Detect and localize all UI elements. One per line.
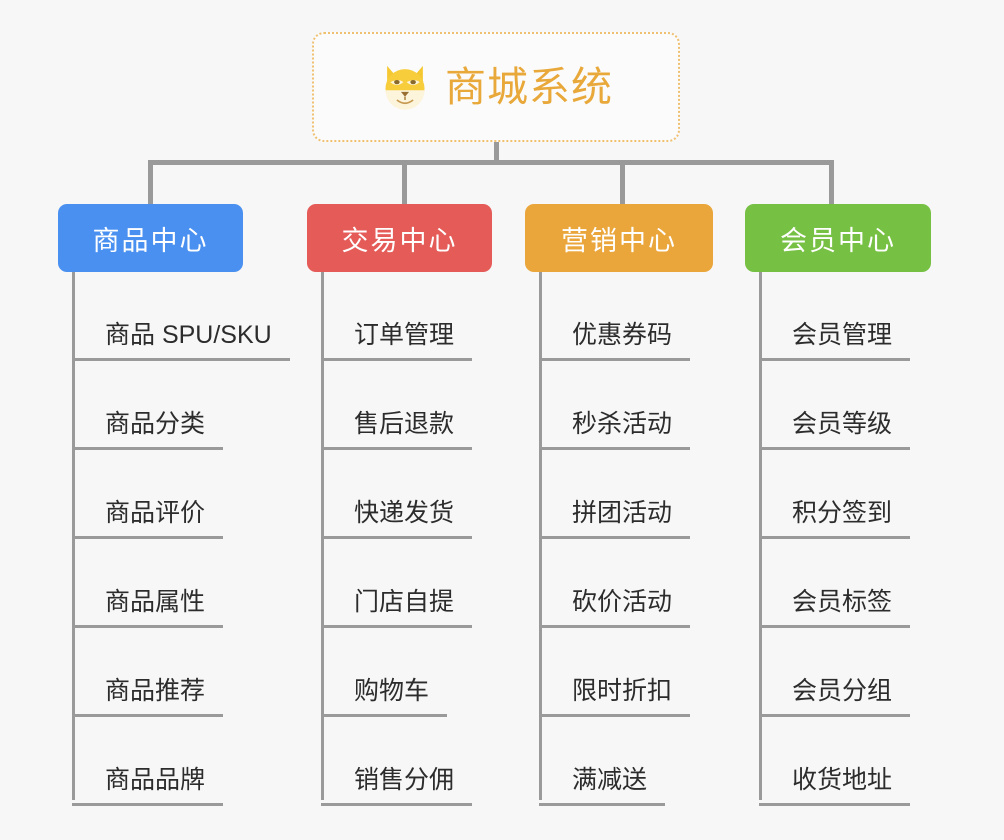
branch-spine-4 bbox=[759, 272, 762, 800]
leaf-label: 订单管理 bbox=[321, 321, 473, 361]
shiba-dog-face-icon bbox=[385, 65, 425, 110]
branch-spine-2 bbox=[321, 272, 324, 800]
leaf-list-4: 会员管理 会员等级 积分签到 会员标签 会员分组 收货地址 bbox=[759, 272, 911, 806]
list-item[interactable]: 优惠券码 bbox=[539, 272, 691, 361]
branch-header-label-4: 会员中心 bbox=[780, 225, 896, 256]
leaf-list-1: 商品 SPU/SKU 商品分类 商品评价 商品属性 商品推荐 商品品牌 bbox=[72, 272, 290, 806]
leaf-label: 门店自提 bbox=[321, 588, 473, 628]
list-item[interactable]: 商品 SPU/SKU bbox=[72, 272, 290, 361]
branch-spine-3 bbox=[539, 272, 542, 800]
branch-trade-center: 交易中心 订单管理 售后退款 快递发货 门店自提 购物车 销售分佣 bbox=[307, 204, 492, 806]
leaf-label: 商品评价 bbox=[72, 499, 224, 539]
leaf-label: 会员等级 bbox=[759, 410, 911, 450]
leaf-label: 快递发货 bbox=[321, 499, 473, 539]
branch-header-label-2: 交易中心 bbox=[341, 225, 458, 256]
list-item[interactable]: 会员标签 bbox=[759, 539, 911, 628]
root-title: 商城系统 bbox=[445, 63, 613, 110]
list-item[interactable]: 限时折扣 bbox=[539, 628, 691, 717]
list-item[interactable]: 积分签到 bbox=[759, 450, 911, 539]
leaf-list-3: 优惠券码 秒杀活动 拼团活动 砍价活动 限时折扣 满减送 bbox=[539, 272, 691, 806]
list-item[interactable]: 满减送 bbox=[539, 717, 690, 806]
leaf-label: 商品属性 bbox=[72, 588, 224, 628]
list-item[interactable]: 会员分组 bbox=[759, 628, 911, 717]
list-item[interactable]: 砍价活动 bbox=[539, 539, 691, 628]
leaf-label: 满减送 bbox=[539, 766, 666, 806]
leaf-label: 收货地址 bbox=[759, 766, 911, 806]
list-item[interactable]: 售后退款 bbox=[321, 361, 473, 450]
leaf-label: 拼团活动 bbox=[539, 499, 691, 539]
branch-header-2[interactable]: 交易中心 bbox=[307, 204, 492, 272]
leaf-label: 商品推荐 bbox=[72, 677, 224, 717]
list-item[interactable]: 门店自提 bbox=[321, 539, 473, 628]
list-item[interactable]: 商品评价 bbox=[72, 450, 290, 539]
list-item[interactable]: 会员等级 bbox=[759, 361, 911, 450]
leaf-list-2: 订单管理 售后退款 快递发货 门店自提 购物车 销售分佣 bbox=[321, 272, 473, 806]
branch-marketing-center: 营销中心 优惠券码 秒杀活动 拼团活动 砍价活动 限时折扣 满减送 bbox=[525, 204, 713, 806]
branch-header-3[interactable]: 营销中心 bbox=[525, 204, 713, 272]
connector-drop-2 bbox=[402, 162, 407, 204]
leaf-label: 会员标签 bbox=[759, 588, 911, 628]
branch-header-1[interactable]: 商品中心 bbox=[58, 204, 243, 272]
connector-drop-4 bbox=[829, 162, 834, 204]
list-item[interactable]: 订单管理 bbox=[321, 272, 473, 361]
branch-header-label-1: 商品中心 bbox=[92, 225, 209, 256]
leaf-label: 砍价活动 bbox=[539, 588, 691, 628]
list-item[interactable]: 商品推荐 bbox=[72, 628, 290, 717]
leaf-label: 积分签到 bbox=[759, 499, 911, 539]
list-item[interactable]: 会员管理 bbox=[759, 272, 911, 361]
branch-header-label-3: 营销中心 bbox=[561, 225, 677, 256]
leaf-label: 购物车 bbox=[321, 677, 448, 717]
leaf-label: 销售分佣 bbox=[321, 766, 473, 806]
list-item[interactable]: 商品分类 bbox=[72, 361, 290, 450]
branch-header-4[interactable]: 会员中心 bbox=[745, 204, 931, 272]
leaf-label: 商品品牌 bbox=[72, 766, 224, 806]
list-item[interactable]: 快递发货 bbox=[321, 450, 473, 539]
root-node[interactable]: 商城系统 bbox=[312, 32, 680, 142]
branch-member-center: 会员中心 会员管理 会员等级 积分签到 会员标签 会员分组 收货地址 bbox=[745, 204, 931, 806]
list-item[interactable]: 销售分佣 bbox=[321, 717, 473, 806]
connector-root-stem bbox=[494, 142, 499, 164]
list-item[interactable]: 拼团活动 bbox=[539, 450, 691, 539]
connector-drop-3 bbox=[620, 162, 625, 204]
list-item[interactable]: 商品品牌 bbox=[72, 717, 290, 806]
leaf-label: 会员分组 bbox=[759, 677, 911, 717]
leaf-label: 售后退款 bbox=[321, 410, 473, 450]
leaf-label: 会员管理 bbox=[759, 321, 911, 361]
connector-horizontal-bar bbox=[148, 160, 834, 165]
leaf-label: 优惠券码 bbox=[539, 321, 691, 361]
leaf-label: 秒杀活动 bbox=[539, 410, 691, 450]
leaf-label: 限时折扣 bbox=[539, 677, 691, 717]
leaf-label: 商品 SPU/SKU bbox=[72, 321, 290, 361]
list-item[interactable]: 购物车 bbox=[321, 628, 472, 717]
list-item[interactable]: 秒杀活动 bbox=[539, 361, 691, 450]
connector-drop-1 bbox=[148, 162, 153, 204]
branch-product-center: 商品中心 商品 SPU/SKU 商品分类 商品评价 商品属性 商品推荐 商品品牌 bbox=[58, 204, 290, 806]
branch-spine-1 bbox=[72, 272, 75, 800]
leaf-label: 商品分类 bbox=[72, 410, 224, 450]
list-item[interactable]: 商品属性 bbox=[72, 539, 290, 628]
list-item[interactable]: 收货地址 bbox=[759, 717, 911, 806]
